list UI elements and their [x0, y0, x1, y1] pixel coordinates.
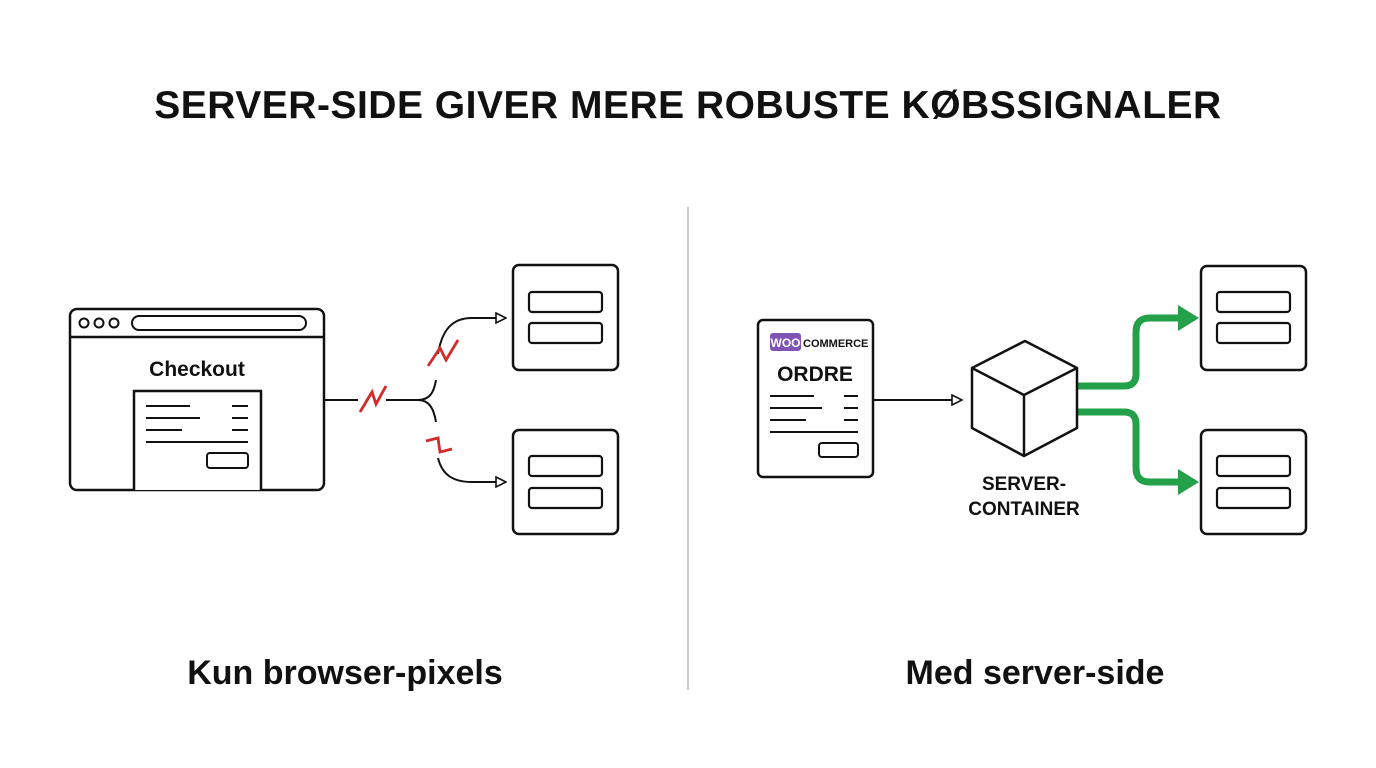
- woo-logo-text: WOO: [771, 336, 801, 350]
- order-document: WOO COMMERCE ORDRE: [756, 318, 875, 479]
- destination-server: [511, 428, 620, 536]
- address-bar: [131, 315, 307, 331]
- success-arrowhead: [1178, 469, 1199, 495]
- destination-server: [511, 263, 620, 372]
- right-panel-label: Med server-side: [905, 654, 1165, 692]
- checkout-button-shape: [206, 452, 249, 469]
- success-arrows: [1076, 314, 1180, 486]
- browser-window: Checkout: [68, 307, 326, 492]
- checkout-form: [132, 389, 263, 490]
- broken-link-icon: [358, 339, 460, 454]
- broken-connection: [324, 318, 506, 482]
- commerce-logo-text: COMMERCE: [803, 338, 868, 350]
- server-container-cube-icon: [970, 339, 1079, 458]
- server-container-label-line1: SERVER-: [982, 474, 1066, 495]
- server-container-label-line2: CONTAINER: [968, 499, 1080, 520]
- window-dot-icon: [108, 317, 120, 329]
- browser-page-title: Checkout: [149, 358, 245, 381]
- destination-server: [1199, 264, 1308, 372]
- window-dot-icon: [78, 317, 90, 329]
- woo-badge: [770, 333, 801, 351]
- destination-server: [1199, 428, 1308, 536]
- success-arrowhead: [1178, 305, 1199, 331]
- window-dot-icon: [93, 317, 105, 329]
- page-title: SERVER-SIDE GIVER MERE ROBUSTE KØBSSIGNA…: [154, 84, 1222, 127]
- order-title: ORDRE: [777, 363, 853, 386]
- left-panel-label: Kun browser-pixels: [187, 654, 503, 692]
